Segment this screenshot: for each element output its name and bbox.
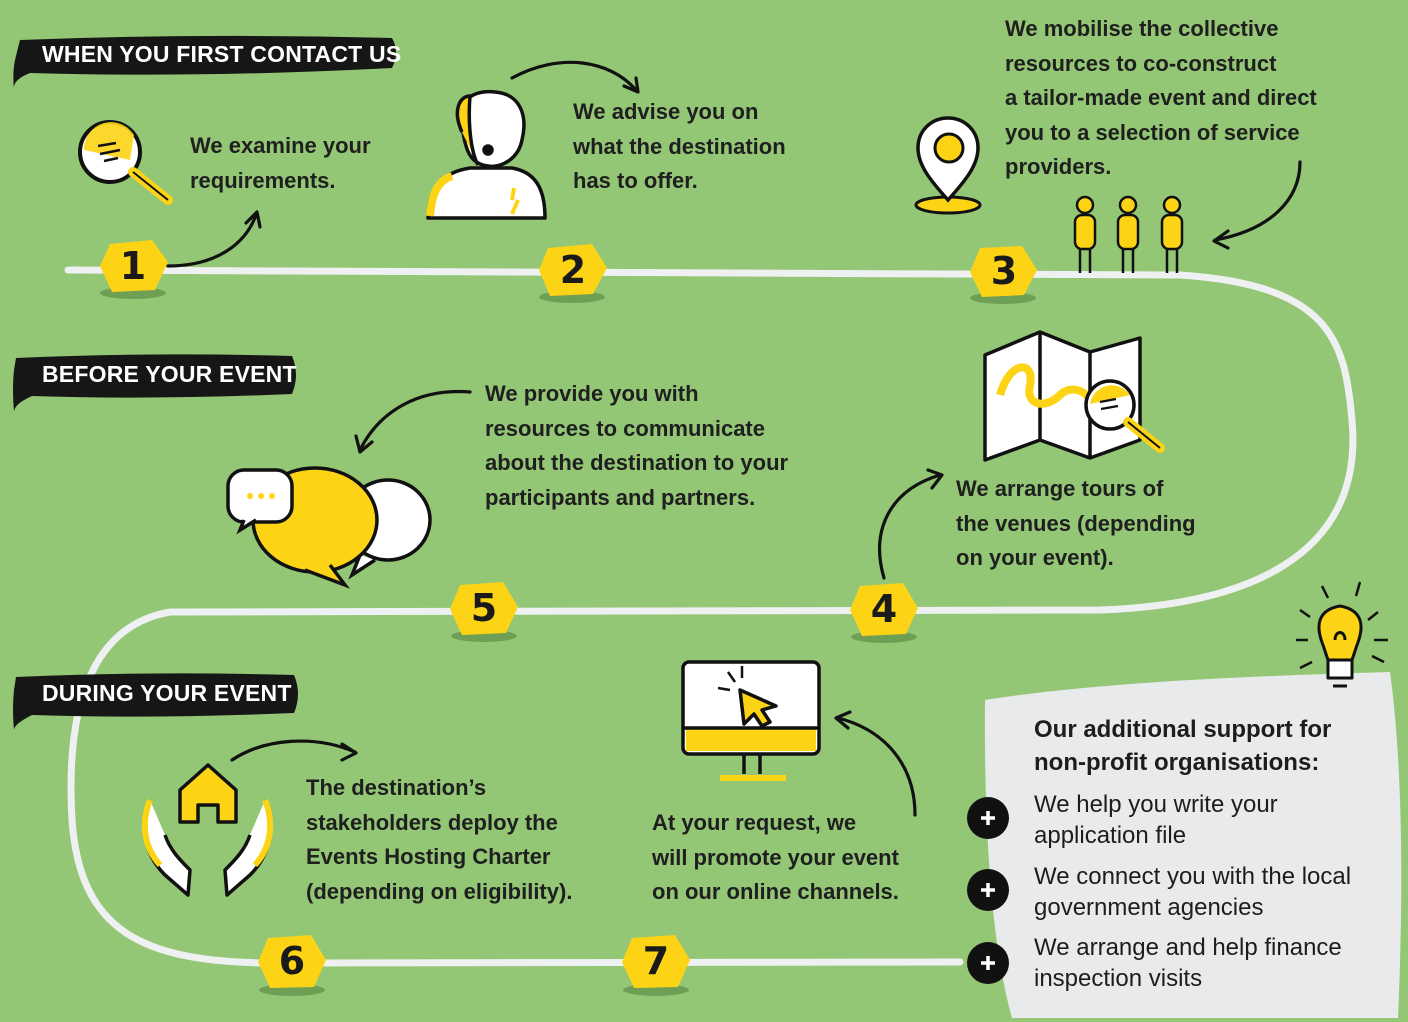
timeline-path xyxy=(64,266,1357,967)
badges xyxy=(100,240,1037,996)
arrow-2 xyxy=(510,60,638,92)
step-number-2: 2 xyxy=(559,248,587,292)
arrow-3 xyxy=(1213,160,1302,242)
plus-icon-1 xyxy=(967,797,1009,839)
brush-2 xyxy=(13,354,296,412)
badge-3 xyxy=(970,246,1037,304)
step-1-line-1: We examine your xyxy=(190,133,371,158)
support-title-line-2: non-profit organisations: xyxy=(1034,749,1320,776)
support-item-2-line-1: We connect you with the local xyxy=(1034,863,1352,890)
badge-7 xyxy=(622,935,690,996)
arrows xyxy=(166,60,1302,817)
brush-3 xyxy=(13,673,298,730)
step-2-line-3: has to offer. xyxy=(573,168,698,193)
step-3-line-1: We mobilise the collective xyxy=(1005,16,1279,41)
step-text-5: We provide you with resources to communi… xyxy=(485,377,788,515)
step-1-line-2: requirements. xyxy=(190,167,336,193)
speech-bubbles-icon xyxy=(226,466,432,589)
step-6-line-1: The destination’s xyxy=(306,775,487,800)
step-2-line-1: We advise you on xyxy=(573,99,759,124)
map-icon xyxy=(983,330,1165,462)
step-3-line-3: a tailor-made event and direct xyxy=(1005,85,1317,110)
step-number-6: 6 xyxy=(278,939,306,983)
arrow-6 xyxy=(230,739,357,762)
step-4-line-1: We arrange tours of xyxy=(956,476,1164,501)
support-item-1: We help you write your application file xyxy=(1034,789,1374,851)
arrow-7 xyxy=(836,716,917,817)
support-panel xyxy=(984,672,1402,1018)
magnifier-icon xyxy=(78,120,173,205)
plus-icon-2 xyxy=(967,869,1009,911)
step-7-line-3: on our online channels. xyxy=(652,879,899,904)
step-text-1: We examine your requirements. xyxy=(190,129,371,198)
section-label-first-contact: WHEN YOU FIRST CONTACT US xyxy=(42,41,402,67)
lightbulb-icon xyxy=(1296,581,1388,688)
badge-1 xyxy=(100,240,168,299)
support-item-2: We connect you with the local government… xyxy=(1034,861,1374,923)
step-text-7: At your request, we will promote your ev… xyxy=(652,806,899,910)
badge-2 xyxy=(539,244,607,303)
step-3-line-2: resources to co-construct xyxy=(1005,50,1277,76)
hands-house-icon xyxy=(141,763,274,897)
step-text-6: The destination’s stakeholders deploy th… xyxy=(306,771,572,909)
support-item-1-line-2: application file xyxy=(1034,822,1187,849)
arrow-4 xyxy=(878,473,942,580)
arrow-1 xyxy=(166,213,258,268)
info-person-icon xyxy=(426,89,547,220)
step-number-7: 7 xyxy=(642,939,670,983)
badge-4 xyxy=(850,583,918,643)
step-number-4: 4 xyxy=(870,587,898,631)
support-title-line-1: Our additional support for xyxy=(1034,716,1332,743)
step-6-line-4: (depending on eligibility). xyxy=(306,878,573,904)
support-item-3-line-2: inspection visits xyxy=(1034,965,1203,992)
people-icon xyxy=(1073,195,1184,273)
step-text-4: We arrange tours of the venues (dependin… xyxy=(956,472,1196,576)
support-item-2-line-2: government agencies xyxy=(1034,894,1264,921)
step-6-line-3: Events Hosting Charter xyxy=(306,844,551,869)
plus-icon-3 xyxy=(967,942,1009,984)
step-6-line-2: stakeholders deploy the xyxy=(306,809,558,835)
brush-1 xyxy=(13,35,396,90)
step-text-3: We mobilise the collective resources to … xyxy=(1005,12,1317,185)
step-text-2: We advise you on what the destination ha… xyxy=(573,95,786,199)
step-number-1: 1 xyxy=(119,244,147,288)
step-number-5: 5 xyxy=(470,586,498,630)
step-4-line-2: the venues (depending xyxy=(956,510,1196,536)
badge-5 xyxy=(450,582,518,642)
step-5-line-3: about the destination to your xyxy=(485,450,789,475)
step-5-line-2: resources to communicate xyxy=(485,415,765,441)
location-pin-icon xyxy=(914,116,982,215)
section-label-during-event: DURING YOUR EVENT xyxy=(42,680,292,706)
support-item-3: We arrange and help finance inspection v… xyxy=(1034,932,1374,994)
section-label-before-event: BEFORE YOUR EVENT xyxy=(42,361,297,387)
step-7-line-2: will promote your event xyxy=(652,844,899,870)
step-2-line-2: what the destination xyxy=(573,133,786,159)
step-3-line-4: you to a selection of service xyxy=(1005,119,1300,145)
step-number-3: 3 xyxy=(990,249,1018,293)
step-4-line-3: on your event). xyxy=(956,545,1114,570)
step-7-line-1: At your request, we xyxy=(652,810,857,835)
arrow-5 xyxy=(358,389,472,452)
step-5-line-1: We provide you with xyxy=(485,381,699,406)
plus-icons xyxy=(967,797,1009,984)
support-item-1-line-1: We help you write your xyxy=(1034,791,1278,818)
step-5-line-4: participants and partners. xyxy=(485,484,756,510)
support-title: Our additional support for non-profit or… xyxy=(1034,713,1364,779)
computer-cursor-icon xyxy=(681,660,821,781)
support-item-3-line-1: We arrange and help finance xyxy=(1034,934,1342,961)
badge-6 xyxy=(258,935,326,996)
step-3-line-5: providers. xyxy=(1005,154,1112,179)
